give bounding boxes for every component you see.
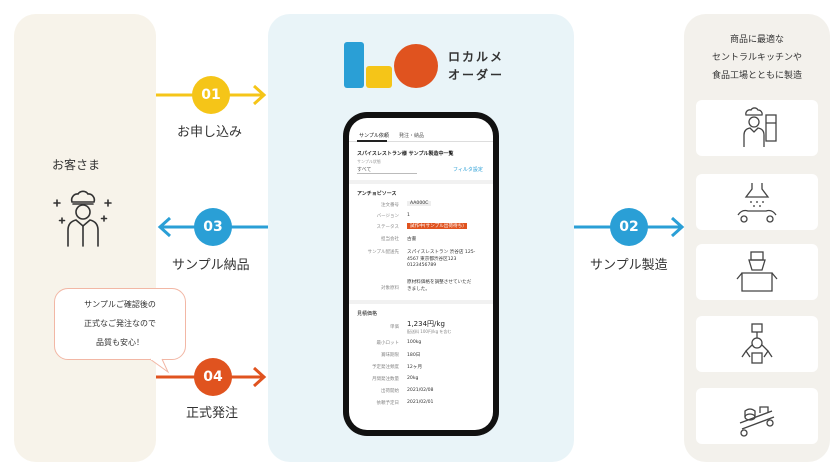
chef-customer-icon xyxy=(52,188,114,254)
logo-mark xyxy=(344,40,440,90)
step-04-badge: 04 xyxy=(194,358,232,396)
row-label: ステータス xyxy=(376,225,400,230)
logo-name-line1: ロカルメ xyxy=(448,50,505,64)
tab-order-delivery[interactable]: 発注・納品 xyxy=(399,133,425,139)
customer-label: お客さま xyxy=(52,158,101,172)
row-value: 180日 xyxy=(407,353,421,358)
step-04: 04 xyxy=(156,358,456,398)
filter-link[interactable]: フィルタ設定 xyxy=(453,167,483,173)
box-packing-icon-card xyxy=(696,244,818,300)
row-label: 出荷開始 xyxy=(381,389,399,394)
row-value: 古書 xyxy=(407,237,417,242)
logo-name-line2: オーダー xyxy=(448,68,505,82)
price-sub: 配送料 100円/kg を含む xyxy=(407,329,452,334)
speech-bubble-line3: 品質も安心！ xyxy=(96,338,144,347)
row-label: 依頼予定日 xyxy=(376,401,400,406)
step-01-badge: 01 xyxy=(192,76,230,114)
step-04-label: 正式発注 xyxy=(186,406,239,421)
row-label: 最小ロット xyxy=(376,341,400,346)
product-name: アンチョビソース xyxy=(357,191,397,197)
order-number-badge: AA000C xyxy=(407,201,432,206)
status-badge: 試作中(サンプル出荷待ち) xyxy=(407,223,467,229)
speech-bubble-line1: サンプルご確認後の xyxy=(84,300,156,309)
row-value: 100kg xyxy=(407,340,422,345)
row-label: 注文番号 xyxy=(381,203,399,208)
note-text: きました。 xyxy=(407,287,430,292)
speech-bubble: サンプルご確認後の 正式なご発注なので 品質も安心！ xyxy=(54,288,186,360)
phone-screen: サンプル依頼 発注・納品 スパイスレストラン様 サンプル製造中一覧 サンプル状態… xyxy=(349,118,493,430)
price-value: 1,234円/kg xyxy=(407,320,445,328)
row-label: バージョン xyxy=(376,214,399,219)
filter-caption: サンプル状態 xyxy=(357,159,381,164)
step-03: 03 xyxy=(156,208,456,248)
screen-heading: スパイスレストラン様 サンプル製造中一覧 xyxy=(357,151,454,157)
row-label: 対象原料 xyxy=(381,286,399,291)
row-value: 4567 東京都渋谷区123 xyxy=(407,257,457,262)
step-03-label: サンプル納品 xyxy=(172,258,250,273)
factory-text-line1: 商品に最適な xyxy=(729,35,784,45)
row-value: 12ヶ月 xyxy=(407,365,423,370)
row-label: 賞味期限 xyxy=(381,353,399,358)
step-02: 02 xyxy=(574,208,840,248)
step-02-badge: 02 xyxy=(610,208,648,246)
product-conveyor-icon-card xyxy=(696,388,818,444)
product-conveyor-icon xyxy=(739,406,775,437)
filter-select[interactable]: すべて xyxy=(357,167,372,173)
step-01: 01 xyxy=(156,76,456,116)
step-02-label: サンプル製造 xyxy=(590,258,668,273)
robot-arm-icon-card xyxy=(696,316,818,372)
row-label: 単価 xyxy=(390,325,399,330)
robot-arm-icon xyxy=(741,323,773,364)
row-value: 2021/02/08 xyxy=(407,388,434,393)
step-03-badge: 03 xyxy=(194,208,232,246)
conveyor-icon-card xyxy=(696,174,818,230)
row-value: スパイスレストラン 渋谷店 125- xyxy=(407,250,476,255)
row-label: サンプル配送先 xyxy=(367,250,399,255)
row-value: 0123456789 xyxy=(407,263,437,268)
customer-panel xyxy=(14,14,156,462)
box-packing-icon xyxy=(736,251,778,292)
row-value: 1 xyxy=(407,213,410,218)
speech-bubble-tail xyxy=(150,358,170,374)
chef-icon xyxy=(743,107,777,147)
factory-text-line2: セントラルキッチンや xyxy=(711,53,802,63)
row-label: 予定発注頻度 xyxy=(372,365,399,370)
row-label: 月間発注数量 xyxy=(372,377,399,382)
note-text: 原材料価格を調整させていただ xyxy=(407,280,472,285)
tab-sample-request[interactable]: サンプル依頼 xyxy=(359,133,389,139)
step-01-label: お申し込み xyxy=(177,125,243,140)
row-value: 2021/02/01 xyxy=(407,400,434,405)
factory-text-line3: 食品工場とともに製造 xyxy=(711,71,802,81)
factory-panel xyxy=(684,14,830,462)
conveyor-icon xyxy=(737,183,777,223)
chef-icon-card xyxy=(696,100,818,156)
speech-bubble-line2: 正式なご発注なので xyxy=(84,319,156,328)
row-label: 担当会社 xyxy=(381,237,399,242)
section-title: 見積価格 xyxy=(357,311,378,317)
smartphone: サンプル依頼 発注・納品 スパイスレストラン様 サンプル製造中一覧 サンプル状態… xyxy=(343,112,499,436)
row-value: 20kg xyxy=(407,376,419,381)
